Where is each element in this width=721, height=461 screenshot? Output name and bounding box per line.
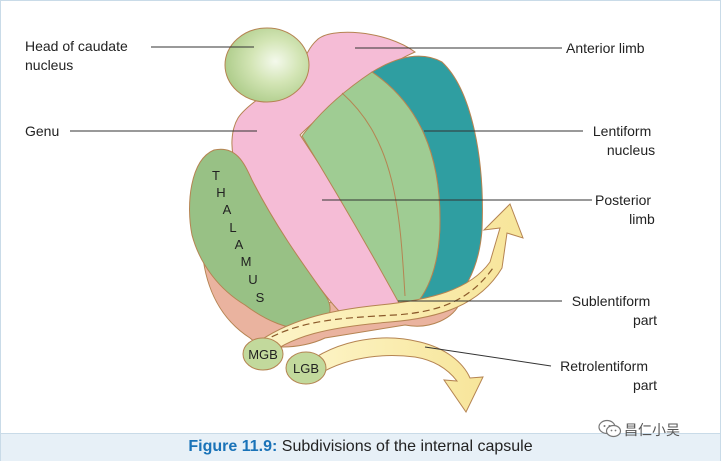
label-sublentiform-part: Sublentiform part (572, 293, 657, 328)
sublentiform-dashed-line (261, 267, 494, 343)
label-head-of-caudate: Head of caudate nucleus (25, 38, 132, 73)
label-anterior-limb: Anterior limb (566, 40, 645, 56)
caption-text: Subdivisions of the internal capsule (281, 438, 533, 455)
label-posterior-line2: limb (629, 211, 655, 227)
retrolentiform-fibre-arrow (294, 337, 484, 413)
figure-caption: Figure 11.9: Subdivisions of the interna… (0, 438, 721, 456)
mgb-circle (242, 337, 284, 371)
thalamus-letter: H (216, 185, 225, 200)
label-retrolentiform-line1: Retrolentiform (560, 358, 648, 374)
label-retrolentiform-line2: part (633, 377, 657, 393)
lamina-line (341, 92, 406, 297)
label-head-of-caudate-line1: Head of caudate (25, 38, 128, 54)
label-genu: Genu (25, 123, 59, 139)
leader-lines (70, 46, 592, 367)
label-sublentiform-line2: part (633, 312, 657, 328)
label-posterior-line1: Posterior (595, 192, 651, 208)
thalamus-letter: A (235, 237, 244, 252)
thalamus-letter: M (241, 254, 252, 269)
thalamus-letter: L (229, 220, 236, 235)
thalamus-letter: A (223, 202, 232, 217)
thalamus-letter: U (248, 272, 257, 287)
label-sublentiform-line1: Sublentiform (572, 293, 651, 309)
label-head-of-caudate-line2: nucleus (25, 57, 73, 73)
lgb-circle (285, 351, 327, 385)
label-lentiform-line1: Lentiform (593, 123, 651, 139)
caudate-head-shape (224, 27, 310, 103)
watermark-text: 昌仁小吴 (624, 423, 680, 439)
lgb-label: LGB (293, 361, 319, 376)
label-lentiform-nucleus: Lentiform nucleus (593, 123, 655, 158)
watermark: 昌仁小吴 (598, 418, 716, 440)
label-posterior-limb: Posterior limb (595, 192, 655, 227)
sublentiform-fibre-arrow (249, 203, 524, 361)
caption-bar (1, 433, 720, 461)
leader-line-retrolentiform (424, 346, 552, 367)
wechat-icon (598, 419, 622, 438)
thalamus-letter: S (256, 290, 265, 305)
lentiform-inner-pallidus (301, 71, 441, 315)
label-retrolentiform-part: Retrolentiform part (560, 358, 657, 393)
caption-number: Figure 11.9: (188, 438, 278, 455)
mgb-label: MGB (248, 347, 278, 362)
structure-labels: Head of caudate nucleus Anterior limb Ge… (25, 38, 657, 393)
thalamus-letter: T (212, 168, 220, 183)
label-lentiform-line2: nucleus (607, 142, 655, 158)
thalamus-letters: T H A L A M U S (212, 168, 265, 305)
